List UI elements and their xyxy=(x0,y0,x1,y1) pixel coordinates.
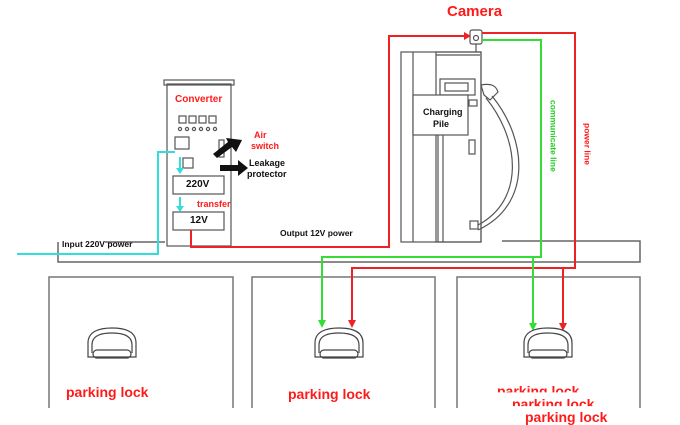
parking-lock-label-3-duplicate-a: parking lock xyxy=(512,396,595,412)
output-12v-line xyxy=(190,35,466,248)
communicate-line-label: communicate line xyxy=(548,100,559,172)
parking-bays xyxy=(48,276,641,408)
input-220v-label: Input 220V power xyxy=(62,239,133,249)
parking-bay-3 xyxy=(456,276,641,408)
parking-lock-icons xyxy=(87,327,573,359)
power-lines xyxy=(190,32,576,325)
camera-label: Camera xyxy=(447,3,503,20)
power-line-main xyxy=(351,32,576,322)
air-switch-label-line1: Air xyxy=(254,130,267,140)
parking-lock-label-1: parking lock xyxy=(66,384,149,400)
ground-strip xyxy=(57,240,641,263)
parking-lock-icon xyxy=(523,327,573,359)
parking-bay-1 xyxy=(48,276,234,408)
parking-lock-icon xyxy=(314,327,364,359)
v12-box xyxy=(172,211,225,231)
leakage-protector-label-line2: protector xyxy=(247,169,287,179)
leakage-arrow xyxy=(220,160,248,176)
transfer-label: transfer xyxy=(197,199,231,209)
v220-box xyxy=(172,175,225,195)
charging-pile-label-line2: Pile xyxy=(433,119,450,129)
leakage-protector-label-line1: Leakage xyxy=(249,158,286,168)
parking-lock-label-3-duplicate-b: parking lock xyxy=(525,409,608,425)
parking-bay-2 xyxy=(251,276,436,408)
v12-label: 12V xyxy=(190,215,208,226)
air-switch-arrow xyxy=(213,138,242,158)
input-arrowheads xyxy=(176,168,184,212)
parking-lock-label-2: parking lock xyxy=(288,386,371,402)
parking-lock-icon xyxy=(87,327,137,359)
air-switch-label-line2: switch xyxy=(251,141,280,151)
charging-pile-label-line1: Charging xyxy=(423,107,463,117)
v220-label: 220V xyxy=(186,179,210,190)
power-arrowheads xyxy=(348,32,567,331)
output-12v-label: Output 12V power xyxy=(280,228,353,238)
communicate-lines xyxy=(321,39,542,325)
converter-label: Converter xyxy=(175,94,223,105)
power-line-label: power line xyxy=(582,123,593,166)
pointer-arrows xyxy=(213,138,248,176)
parking-lock-label-3: parking lock xyxy=(497,383,580,399)
communicate-arrowheads xyxy=(318,320,537,331)
charging-pile xyxy=(400,44,520,243)
camera-device xyxy=(469,29,483,45)
